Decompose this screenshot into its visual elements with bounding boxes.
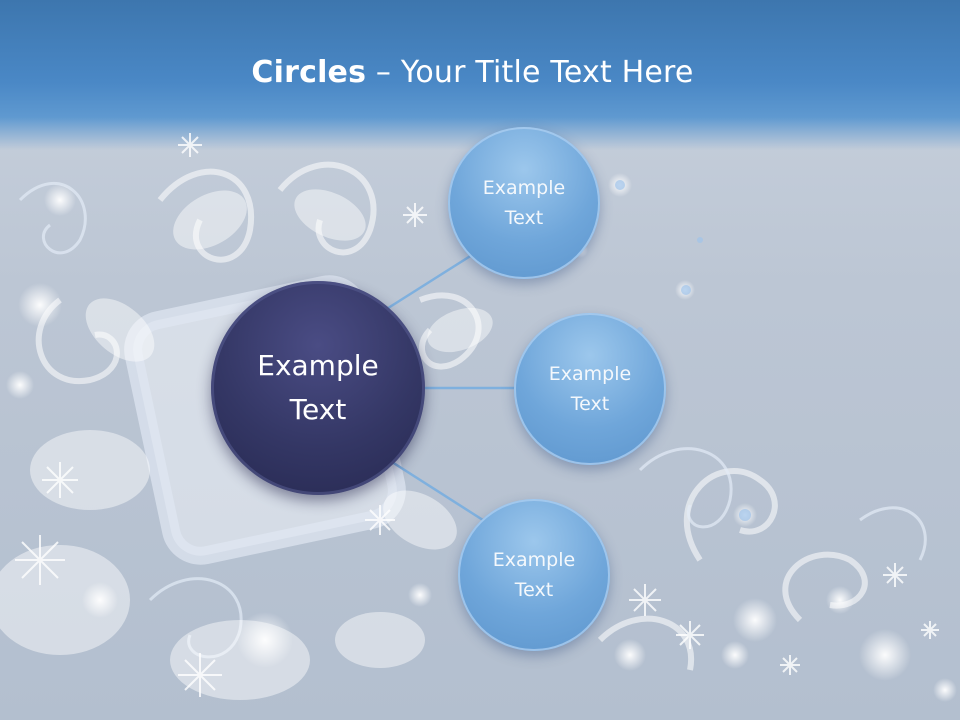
title-bold: Circles xyxy=(251,55,367,90)
slide-title: Circles – Your Title Text Here xyxy=(0,55,945,90)
title-rest: – Your Title Text Here xyxy=(366,55,694,90)
satellite-circle-1: Example Text xyxy=(448,127,600,279)
satellite-circle-3: Example Text xyxy=(458,499,610,651)
satellite-circle-label: Example Text xyxy=(548,363,632,415)
satellite-circle-2: Example Text xyxy=(514,313,666,465)
center-circle-label: Example Text xyxy=(257,349,379,426)
connector-1 xyxy=(384,253,473,312)
title-banner xyxy=(0,0,960,150)
connector-3 xyxy=(391,460,487,524)
center-circle: Example Text xyxy=(211,281,425,495)
satellite-circle-label: Example Text xyxy=(492,549,576,601)
satellite-circle-label: Example Text xyxy=(482,177,566,229)
